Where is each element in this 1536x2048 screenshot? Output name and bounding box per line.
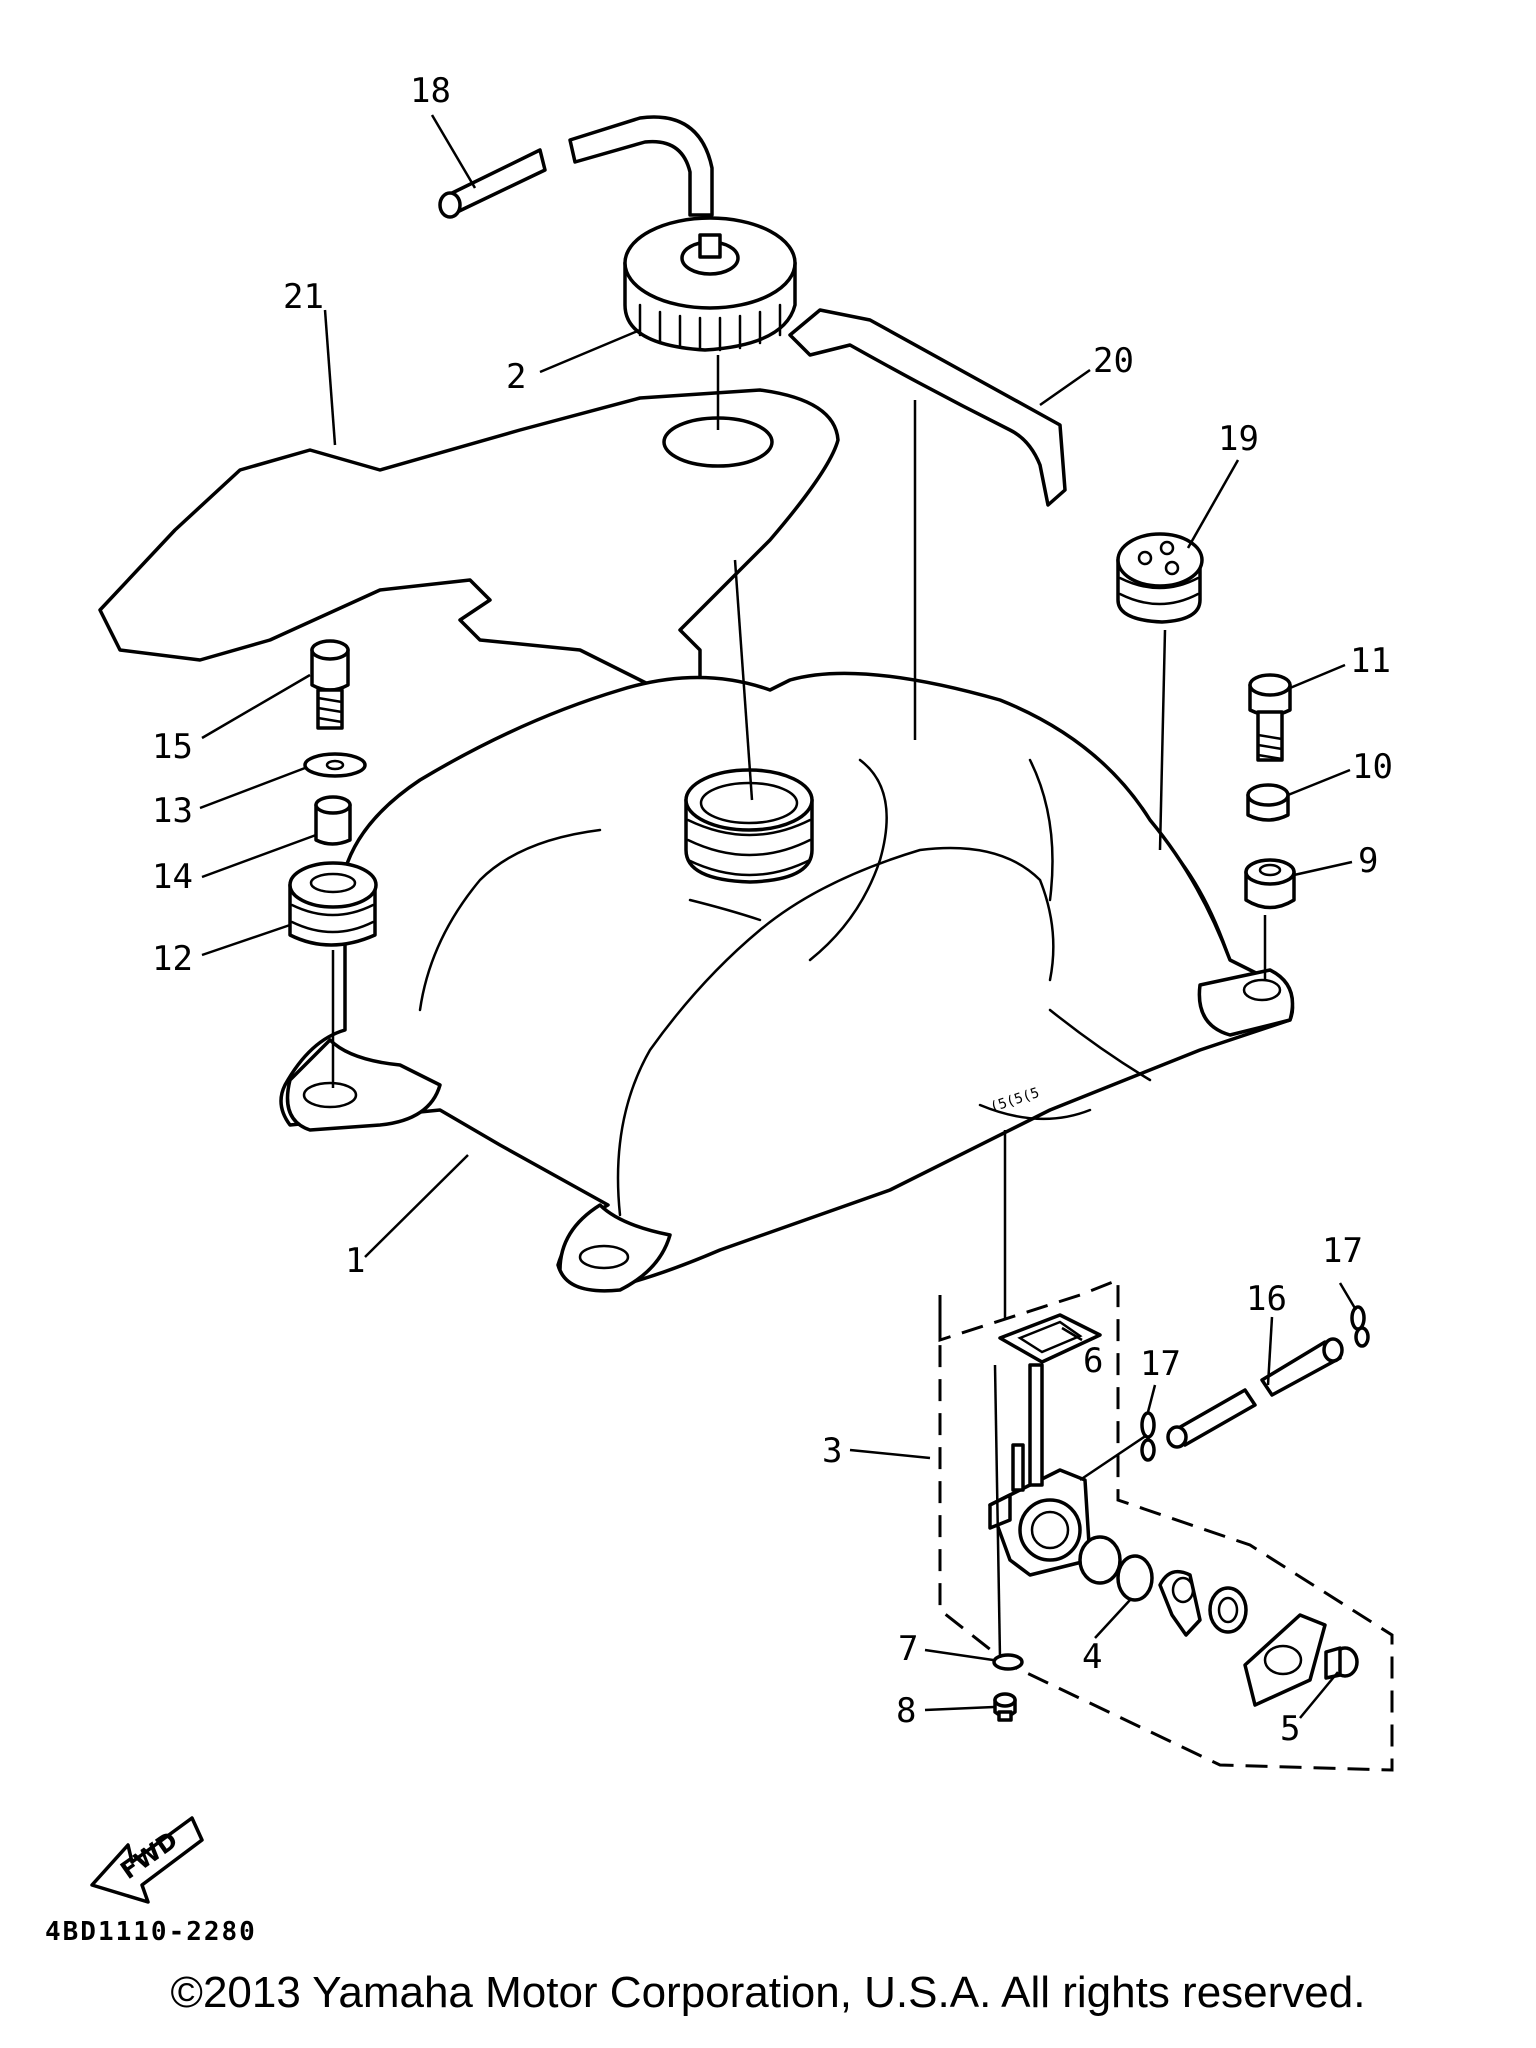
callout-leaders	[199, 114, 1358, 1719]
callout-4: 4	[1082, 1637, 1102, 1677]
callout-8: 8	[896, 1691, 916, 1731]
callout-14: 14	[152, 857, 193, 897]
callout-3: 3	[822, 1431, 842, 1471]
assembly-lines	[331, 355, 1267, 1659]
callout-labels: 1 2 3 4 5 6 7 8 9 10 11 12 13 14 15 16 1…	[152, 71, 1393, 1749]
fuel-cock-assembly-part-3	[938, 1277, 1394, 1772]
callout-9: 9	[1358, 841, 1378, 881]
callout-19: 19	[1218, 419, 1259, 459]
breather-hose-part-18	[438, 115, 714, 219]
fuel-hose-part-16	[1166, 1305, 1370, 1449]
callout-2: 2	[506, 357, 526, 397]
tank-pad-part-21	[98, 388, 840, 692]
callout-7: 7	[898, 1629, 918, 1669]
callout-12: 12	[152, 939, 193, 979]
callout-15: 15	[152, 727, 193, 767]
left-mount-hardware	[288, 639, 378, 947]
callout-10: 10	[1352, 747, 1393, 787]
callout-20: 20	[1093, 341, 1134, 381]
callout-5: 5	[1280, 1709, 1300, 1749]
callout-13: 13	[152, 791, 193, 831]
callout-17-far: 17	[1322, 1231, 1363, 1271]
callout-16: 16	[1246, 1279, 1287, 1319]
fuel-tank-part-1: (5(5(5	[279, 671, 1295, 1293]
damper-part-19	[1116, 532, 1204, 624]
callout-6: 6	[1083, 1341, 1103, 1381]
callout-1: 1	[345, 1241, 365, 1281]
callout-21: 21	[283, 277, 324, 317]
right-mount-hardware	[1244, 673, 1296, 910]
callout-18: 18	[410, 71, 451, 111]
forward-arrow-icon: FWD	[90, 1816, 204, 1904]
copyright-notice: ©2013 Yamaha Motor Corporation, U.S.A. A…	[170, 1968, 1366, 2017]
tank-strap-part-20	[788, 308, 1067, 507]
callout-17-near: 17	[1140, 1344, 1181, 1384]
diagram-part-code: 4BD1110-2280	[45, 1917, 257, 1947]
fuel-cap-part-2	[623, 216, 797, 352]
callout-11: 11	[1350, 641, 1391, 681]
